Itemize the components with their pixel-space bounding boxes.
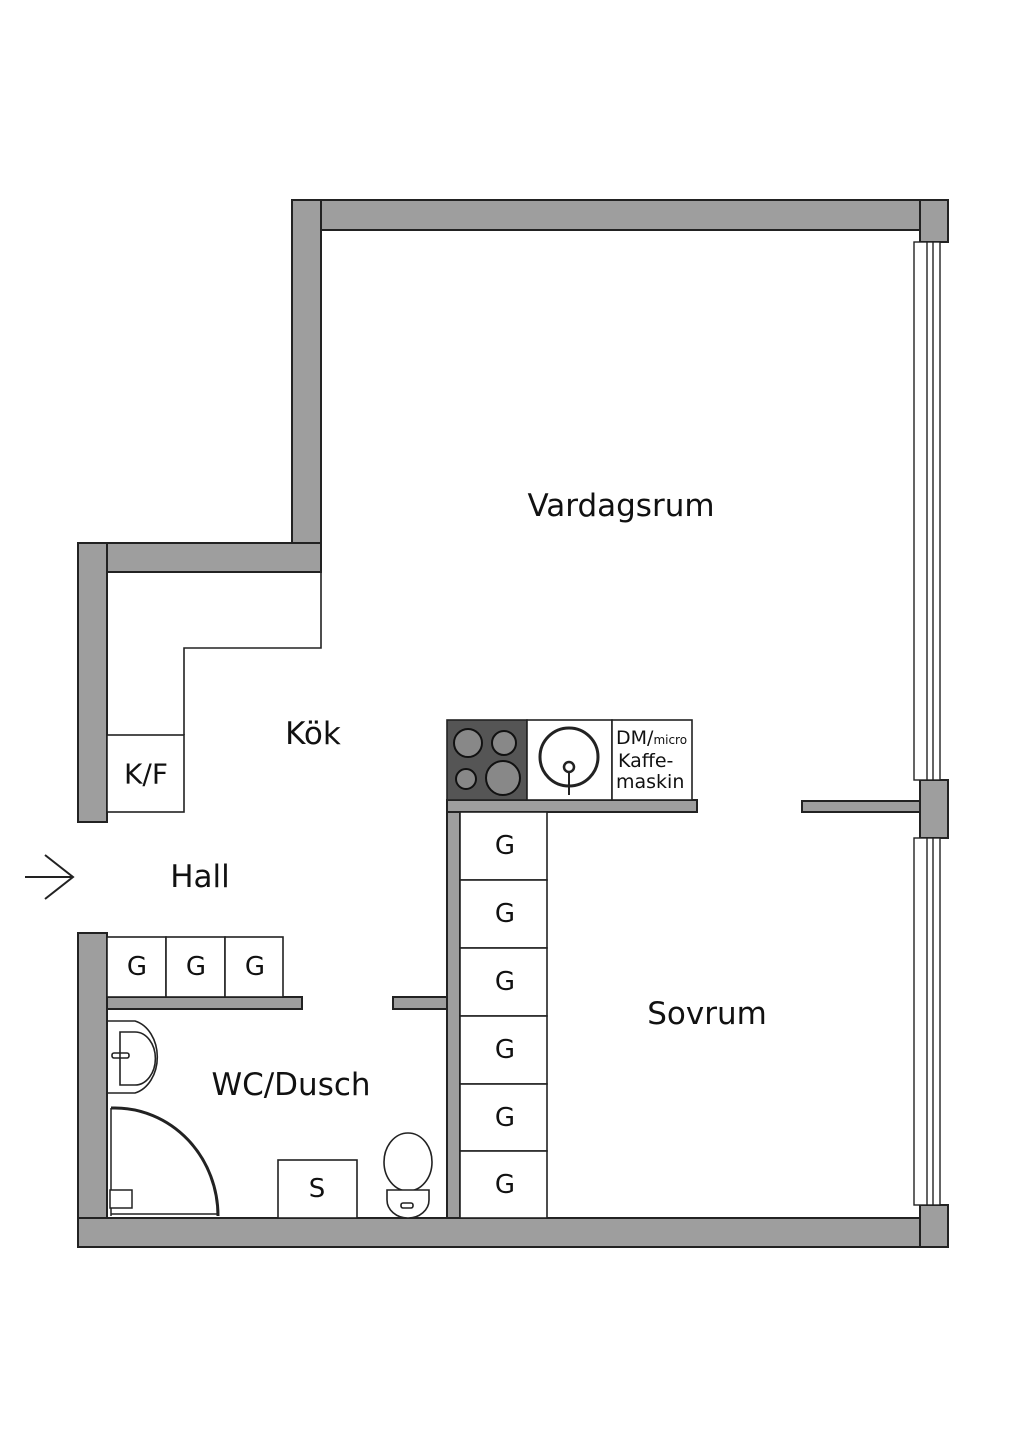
room-label-hall: Hall <box>170 859 230 895</box>
wardrobe-label: G <box>494 967 516 997</box>
coffee-label: Kaffe- <box>618 750 674 772</box>
entrance-arrow-icon <box>25 854 75 900</box>
dishwasher-micro-box <box>611 719 693 801</box>
wardrobe-label: G <box>126 952 148 982</box>
dm-text: DM/ <box>616 727 654 749</box>
kitchen-sink-icon <box>526 719 613 801</box>
shower-icon <box>109 1106 220 1217</box>
window-lower <box>913 837 941 1206</box>
wardrobe-label: G <box>494 1170 516 1200</box>
fridge-freezer <box>106 734 185 813</box>
wardrobe-label: G <box>494 899 516 929</box>
room-label-wc-dusch: WC/Dusch <box>211 1067 371 1103</box>
wardrobe-label: G <box>185 952 207 982</box>
hall-wardrobes <box>106 936 284 998</box>
wardrobe-label: G <box>244 952 266 982</box>
walls <box>77 199 949 1248</box>
fridge-label: K/F <box>124 757 168 791</box>
washbasin-icon <box>107 1020 159 1094</box>
room-label-kok: Kök <box>285 716 341 752</box>
room-label-sovrum: Sovrum <box>647 996 767 1032</box>
dm-micro-label: DM/micro <box>616 728 687 750</box>
counter-lines <box>183 572 322 735</box>
wardrobe-label: G <box>494 1103 516 1133</box>
room-label-vardagsrum: Vardagsrum <box>527 488 715 524</box>
bedroom-wardrobes <box>459 811 548 1219</box>
toilet-icon <box>383 1132 433 1219</box>
stove-icon <box>446 719 528 801</box>
micro-text: micro <box>653 733 688 747</box>
window-upper <box>913 241 948 781</box>
wardrobe-label: G <box>494 1035 516 1065</box>
washing-machine <box>277 1159 358 1219</box>
washing-machine-label: S <box>308 1174 326 1204</box>
wardrobe-label: G <box>494 831 516 861</box>
coffee-label-2: maskin <box>616 771 685 793</box>
